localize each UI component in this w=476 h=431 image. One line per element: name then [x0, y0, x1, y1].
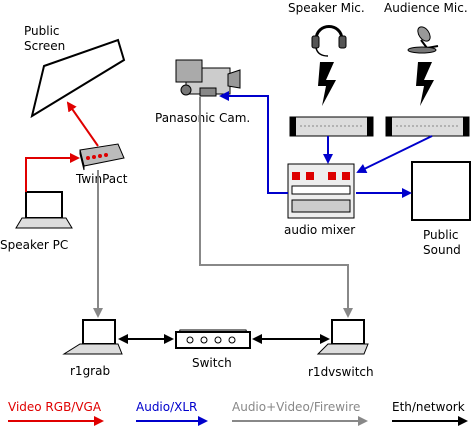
video-link-twinpact-screen [66, 101, 99, 147]
r1dvswitch-laptop-icon [316, 319, 369, 355]
speaker-pc-label: Speaker PC [0, 238, 68, 252]
video-link-speakerpc-twinpact [25, 153, 80, 192]
r1dvswitch-label: r1dvswitch [308, 365, 374, 379]
audience-mic-label: Audience Mic. [384, 1, 468, 15]
firewire-link-camera-r1dvswitch [199, 97, 353, 318]
audience-mic-preamp-icon [385, 116, 470, 137]
speaker-pc-laptop-icon [15, 191, 73, 229]
public-sound-label-1: Public [423, 228, 459, 242]
public-sound-label-2: Sound [423, 243, 461, 257]
camera-icon [175, 59, 241, 97]
stand-mic-icon [407, 26, 439, 54]
network-switch-icon [175, 329, 251, 349]
twinpact-label: TwinPact [75, 172, 128, 186]
audio-mixer-icon [287, 163, 355, 219]
public-screen-icon [30, 38, 126, 119]
legend-audio-label: Audio/XLR [136, 400, 197, 414]
r1grab-label: r1grab [70, 364, 110, 378]
speaker-mic-label: Speaker Mic. [288, 1, 365, 15]
legend-ethernet-label: Eth/network [392, 400, 465, 414]
panasonic-cam-label: Panasonic Cam. [155, 111, 250, 125]
r1grab-laptop-icon [62, 319, 123, 355]
legend-video-label: Video RGB/VGA [8, 400, 102, 414]
public-screen-label-2: Screen [24, 39, 65, 53]
audience-mic-lightning-icon [416, 62, 434, 106]
public-screen-label-1: Public [24, 24, 60, 38]
audio-link-mixer-camera [219, 91, 288, 194]
audio-link-audience-preamp-mixer [356, 135, 433, 173]
twinpact-icon [79, 143, 125, 171]
headset-mic-icon [311, 25, 347, 57]
legend: Video RGB/VGA Audio/XLR Audio+Video/Fire… [8, 400, 468, 426]
audio-mixer-label: audio mixer [284, 223, 355, 237]
switch-label: Switch [192, 356, 232, 370]
speaker-mic-preamp-icon [289, 116, 374, 137]
public-sound-icon [411, 161, 471, 221]
legend-firewire-label: Audio+Video/Firewire [232, 400, 360, 414]
speaker-mic-lightning-icon [318, 62, 336, 106]
